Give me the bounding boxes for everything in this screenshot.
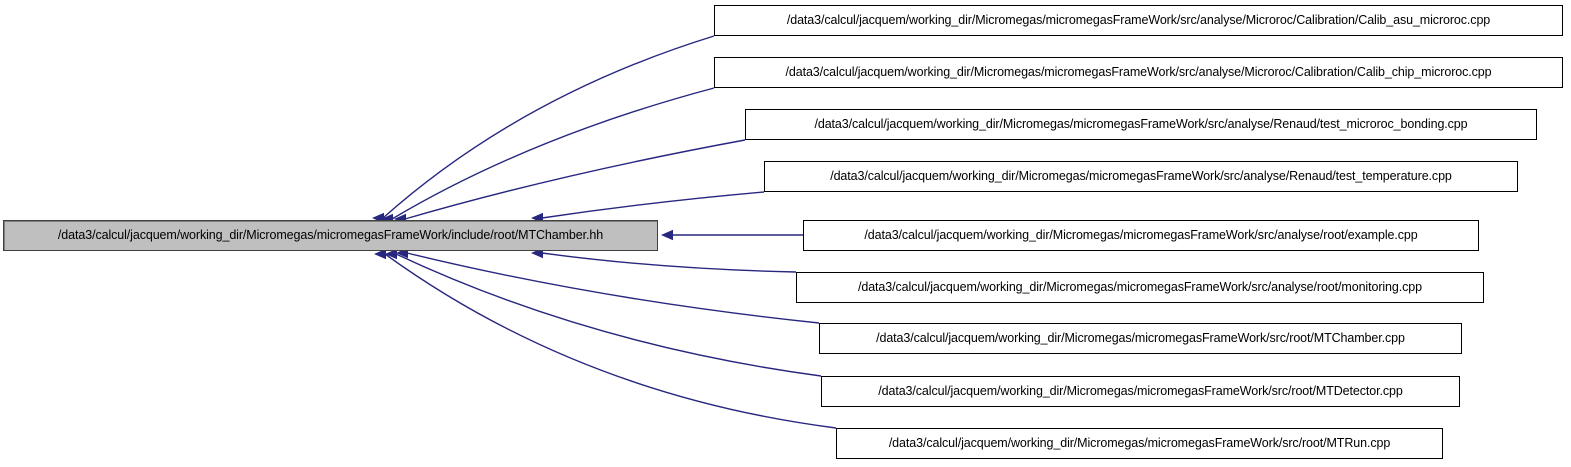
graph-node-label: /data3/calcul/jacquem/working_dir/Microm… [864, 228, 1418, 243]
graph-edge-1 [391, 87, 715, 220]
graph-edge-7 [395, 253, 822, 377]
graph-node-label: /data3/calcul/jacquem/working_dir/Microm… [785, 65, 1492, 80]
graph-edge-6 [406, 252, 820, 324]
graph-edge-0 [382, 35, 715, 219]
graph-node-source-8[interactable]: /data3/calcul/jacquem/working_dir/Microm… [836, 428, 1443, 459]
graph-node-source-6[interactable]: /data3/calcul/jacquem/working_dir/Microm… [819, 323, 1462, 354]
graph-node-source-1[interactable]: /data3/calcul/jacquem/working_dir/Microm… [714, 57, 1563, 88]
graph-node-current-mtchamber-hh[interactable]: /data3/calcul/jacquem/working_dir/Microm… [3, 220, 658, 251]
graph-node-label: /data3/calcul/jacquem/working_dir/Microm… [878, 384, 1403, 399]
graph-node-source-4[interactable]: /data3/calcul/jacquem/working_dir/Microm… [803, 220, 1479, 251]
graph-node-label: /data3/calcul/jacquem/working_dir/Microm… [830, 169, 1452, 184]
graph-node-source-2[interactable]: /data3/calcul/jacquem/working_dir/Microm… [745, 109, 1537, 140]
graph-node-label: /data3/calcul/jacquem/working_dir/Microm… [814, 117, 1468, 132]
graph-edge-2 [404, 139, 746, 220]
graph-node-source-0[interactable]: /data3/calcul/jacquem/working_dir/Microm… [714, 5, 1563, 36]
graph-node-label: /data3/calcul/jacquem/working_dir/Microm… [57, 228, 604, 243]
graph-edge-8 [384, 253, 837, 429]
graph-node-source-5[interactable]: /data3/calcul/jacquem/working_dir/Microm… [796, 272, 1484, 303]
graph-node-label: /data3/calcul/jacquem/working_dir/Microm… [857, 280, 1422, 295]
graph-edge-3 [541, 191, 765, 219]
graph-edge-5 [541, 252, 797, 273]
graph-arrowhead-4 [661, 229, 673, 241]
graph-node-label: /data3/calcul/jacquem/working_dir/Microm… [786, 13, 1491, 28]
graph-node-label: /data3/calcul/jacquem/working_dir/Microm… [888, 436, 1391, 451]
graph-node-source-3[interactable]: /data3/calcul/jacquem/working_dir/Microm… [764, 161, 1518, 192]
graph-node-label: /data3/calcul/jacquem/working_dir/Microm… [876, 331, 1405, 346]
graph-node-source-7[interactable]: /data3/calcul/jacquem/working_dir/Microm… [821, 376, 1460, 407]
